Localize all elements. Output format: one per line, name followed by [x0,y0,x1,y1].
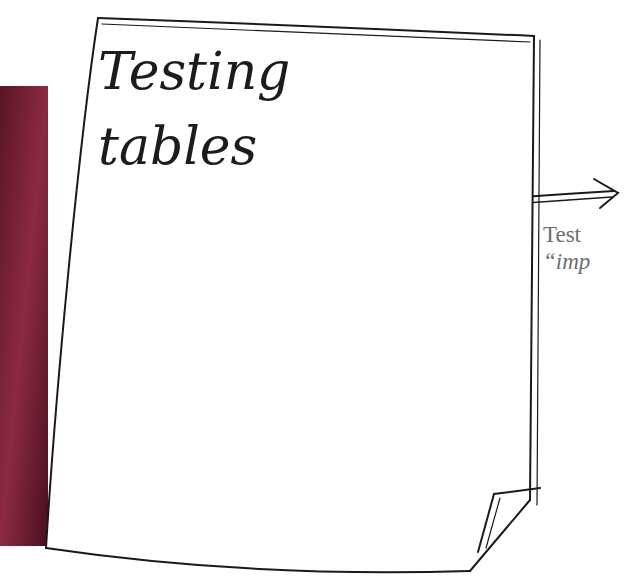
cut-off-note: “imp [543,249,590,275]
photo-strip [0,86,48,546]
paper-sheet: Testing tables [40,12,552,576]
cut-off-note: Test [543,222,581,248]
handwritten-title: Testing tables [98,34,313,185]
